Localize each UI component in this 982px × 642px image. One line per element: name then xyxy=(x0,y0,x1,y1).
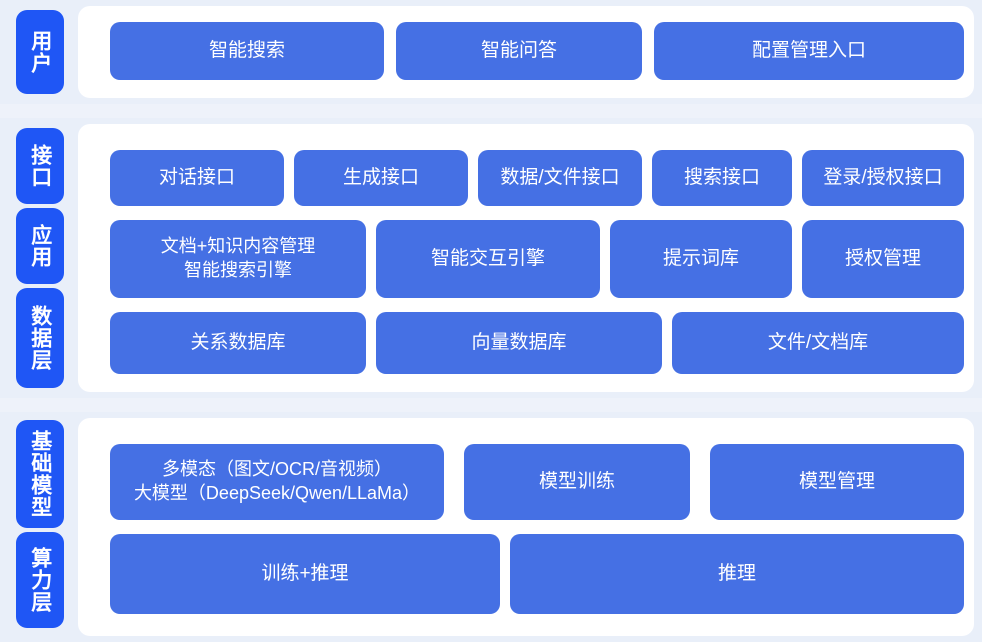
node-label: 智能交互引擎 xyxy=(430,247,545,269)
node-login-authorization-interface[interactable]: 登录/授权接口 xyxy=(802,150,964,206)
node-model-training[interactable]: 模型训练 xyxy=(464,444,690,520)
node-search-interface[interactable]: 搜索接口 xyxy=(652,150,792,206)
node-label: 对话接口 xyxy=(158,166,235,188)
node-label: 登录/授权接口 xyxy=(823,166,943,188)
node-label: 智能问答 xyxy=(480,39,557,61)
node-document-knowledge-management[interactable]: 文档+知识内容管理 智能搜索引擎 xyxy=(110,220,366,298)
node-training-plus-inference[interactable]: 训练+推理 xyxy=(110,534,500,614)
side-tab-data-layer[interactable]: 数据层 xyxy=(16,288,64,388)
side-tab-compute-layer[interactable]: 算力层 xyxy=(16,532,64,628)
node-label: 数据/文件接口 xyxy=(500,166,620,188)
node-label: 向量数据库 xyxy=(471,331,567,353)
node-authorization-management[interactable]: 授权管理 xyxy=(802,220,964,298)
node-label: 搜索接口 xyxy=(683,166,760,188)
node-label: 文件/文档库 xyxy=(767,331,869,353)
side-tab-interface[interactable]: 接口 xyxy=(16,128,64,204)
node-intelligent-qa[interactable]: 智能问答 xyxy=(396,22,642,80)
node-vector-database[interactable]: 向量数据库 xyxy=(376,312,662,374)
node-label: 模型管理 xyxy=(798,470,875,492)
node-label: 智能搜索 xyxy=(208,39,285,61)
side-tab-user[interactable]: 用户 xyxy=(16,10,64,94)
node-data-file-interface[interactable]: 数据/文件接口 xyxy=(478,150,642,206)
node-label: 提示词库 xyxy=(662,247,739,269)
node-file-document-store[interactable]: 文件/文档库 xyxy=(672,312,964,374)
node-model-management[interactable]: 模型管理 xyxy=(710,444,964,520)
side-tab-data-layer-label: 数据层 xyxy=(28,305,52,371)
node-label: 授权管理 xyxy=(844,247,921,269)
side-tab-interface-label: 接口 xyxy=(28,144,52,188)
node-intelligent-interaction-engine[interactable]: 智能交互引擎 xyxy=(376,220,600,298)
node-label: 文档+知识内容管理 智能搜索引擎 xyxy=(160,236,316,280)
node-generation-interface[interactable]: 生成接口 xyxy=(294,150,468,206)
node-dialog-interface[interactable]: 对话接口 xyxy=(110,150,284,206)
side-tab-foundation-model[interactable]: 基础模型 xyxy=(16,420,64,528)
node-label: 生成接口 xyxy=(342,166,419,188)
node-prompt-library[interactable]: 提示词库 xyxy=(610,220,792,298)
side-tab-foundation-model-label: 基础模型 xyxy=(28,430,52,518)
node-multimodal-large-model[interactable]: 多模态（图文/OCR/音视频） 大模型（DeepSeek/Qwen/LLaMa） xyxy=(110,444,444,520)
node-label: 模型训练 xyxy=(538,470,615,492)
node-config-management-entry[interactable]: 配置管理入口 xyxy=(654,22,964,80)
node-label: 训练+推理 xyxy=(261,562,349,584)
node-intelligent-search[interactable]: 智能搜索 xyxy=(110,22,384,80)
node-label: 多模态（图文/OCR/音视频） 大模型（DeepSeek/Qwen/LLaMa） xyxy=(133,459,421,503)
side-tab-user-label: 用户 xyxy=(28,30,52,74)
node-label: 配置管理入口 xyxy=(751,39,866,61)
node-label: 推理 xyxy=(717,562,756,584)
node-inference[interactable]: 推理 xyxy=(510,534,964,614)
side-tab-compute-layer-label: 算力层 xyxy=(28,547,52,613)
side-tab-application-label: 应用 xyxy=(28,224,52,268)
node-relational-database[interactable]: 关系数据库 xyxy=(110,312,366,374)
side-tab-application[interactable]: 应用 xyxy=(16,208,64,284)
node-label: 关系数据库 xyxy=(190,331,286,353)
